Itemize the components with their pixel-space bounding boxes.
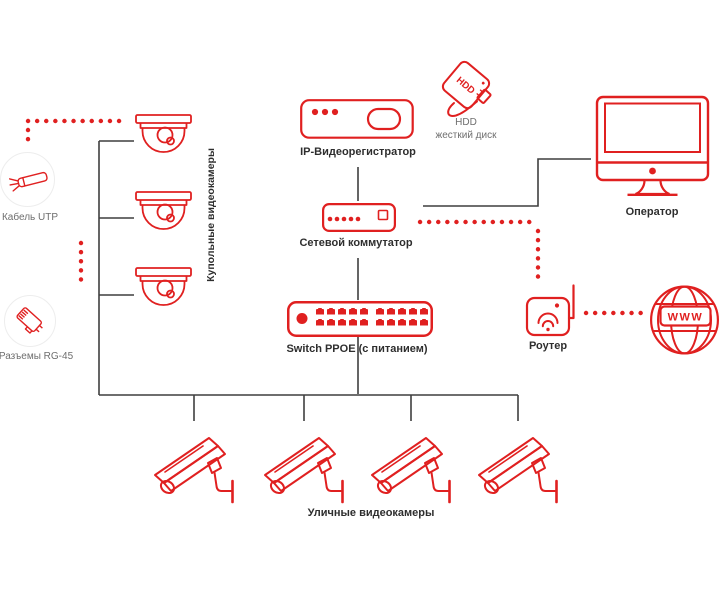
router-icon	[525, 284, 575, 337]
hdd-icon: HDD	[441, 60, 492, 118]
hdd-label-line1: HDD	[455, 117, 477, 128]
router-label: Роутер	[528, 340, 568, 352]
rg45-badge	[4, 295, 56, 347]
bullet-camera-icon	[154, 437, 234, 504]
network-switch-label: Сетевой коммутатор	[299, 237, 413, 249]
ip-recorder-label: IP-Видеорегистратор	[300, 146, 416, 158]
poe-switch-label: Switch PPOE (с питанием)	[286, 343, 428, 355]
street-cameras-label: Уличные видеокамеры	[307, 507, 435, 519]
hdd-label: HDD жесткий диск	[436, 117, 497, 142]
dome-camera-icon	[135, 191, 192, 230]
utp-cable-icon	[8, 171, 48, 192]
operator-label: Оператор	[625, 206, 679, 218]
cable-utp-label: Кабель UTP	[1, 212, 59, 223]
rg45-label: Разъемы RG-45	[0, 351, 74, 362]
www-text: WWW	[668, 312, 704, 324]
dome-camera-icon	[135, 267, 192, 306]
internet-globe-icon: WWW	[650, 285, 719, 355]
cable-utp-badge	[0, 152, 55, 207]
poe-ports	[316, 308, 428, 326]
hdd-icon-text: HDD	[454, 75, 477, 97]
dome-camera-icon	[135, 114, 192, 153]
bullet-camera-icon	[264, 437, 344, 504]
operator-monitor-icon	[595, 95, 710, 196]
utp-cable-dotted-lines	[25, 118, 649, 316]
hdd-label-line2: жесткий диск	[435, 129, 497, 141]
poe-switch-icon	[287, 301, 433, 337]
network-switch-icon	[322, 203, 396, 232]
bullet-camera-icon	[371, 437, 451, 504]
black-connection-lines	[98, 140, 591, 421]
ip-recorder-icon	[300, 99, 414, 139]
rg45-connector-icon	[16, 307, 43, 334]
bullet-camera-icon	[478, 437, 558, 504]
dome-cameras-label: Купольные видеокамеры	[205, 148, 217, 282]
